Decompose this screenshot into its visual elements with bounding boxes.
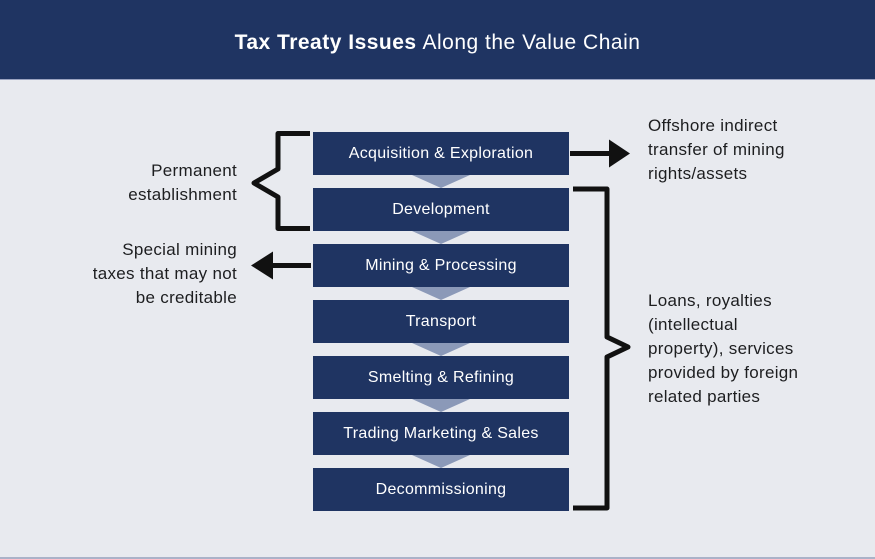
- value-chain-flow: Acquisition & Exploration Development Mi…: [313, 132, 569, 511]
- note-offshore-indirect-transfer: Offshore indirect transfer of mining rig…: [648, 114, 785, 186]
- note-line: establishment: [128, 185, 237, 204]
- bottom-divider: [0, 557, 875, 559]
- page-title-bold: Tax Treaty Issues: [234, 30, 417, 54]
- note-line: rights/assets: [648, 164, 748, 183]
- note-line: Loans, royalties: [648, 291, 772, 310]
- step-acquisition-exploration: Acquisition & Exploration: [313, 132, 569, 175]
- note-line: Offshore indirect: [648, 116, 778, 135]
- note-line: related parties: [648, 387, 761, 406]
- step-smelting-refining: Smelting & Refining: [313, 356, 569, 399]
- offshore-arrowhead-icon: [609, 139, 630, 168]
- note-line: Permanent: [151, 161, 237, 180]
- chevron-down-icon: [412, 175, 470, 188]
- step-transport: Transport: [313, 300, 569, 343]
- special-mining-arrowhead-icon: [251, 251, 273, 280]
- chevron-down-icon: [412, 231, 470, 244]
- step-trading-marketing-sales: Trading Marketing & Sales: [313, 412, 569, 455]
- note-loans-royalties-services: Loans, royalties (intellectual property)…: [648, 289, 798, 409]
- chevron-down-icon: [412, 455, 470, 468]
- note-line: property), services: [648, 339, 794, 358]
- chevron-down-icon: [412, 343, 470, 356]
- note-line: (intellectual: [648, 315, 738, 334]
- note-line: provided by foreign: [648, 363, 799, 382]
- step-development: Development: [313, 188, 569, 231]
- note-line: Special mining: [122, 240, 237, 259]
- step-decommissioning: Decommissioning: [313, 468, 569, 511]
- note-permanent-establishment: Permanent establishment: [37, 159, 237, 207]
- note-special-mining-taxes: Special mining taxes that may not be cre…: [37, 238, 237, 310]
- note-line: taxes that may not: [92, 264, 237, 283]
- note-line: be creditable: [135, 288, 237, 307]
- foreign-related-bracket: [573, 186, 631, 511]
- step-mining-processing: Mining & Processing: [313, 244, 569, 287]
- permanent-establishment-brace: [251, 131, 310, 231]
- chevron-down-icon: [412, 399, 470, 412]
- note-line: transfer of mining: [648, 140, 785, 159]
- page-title-regular: Along the Value Chain: [422, 30, 641, 54]
- chevron-down-icon: [412, 287, 470, 300]
